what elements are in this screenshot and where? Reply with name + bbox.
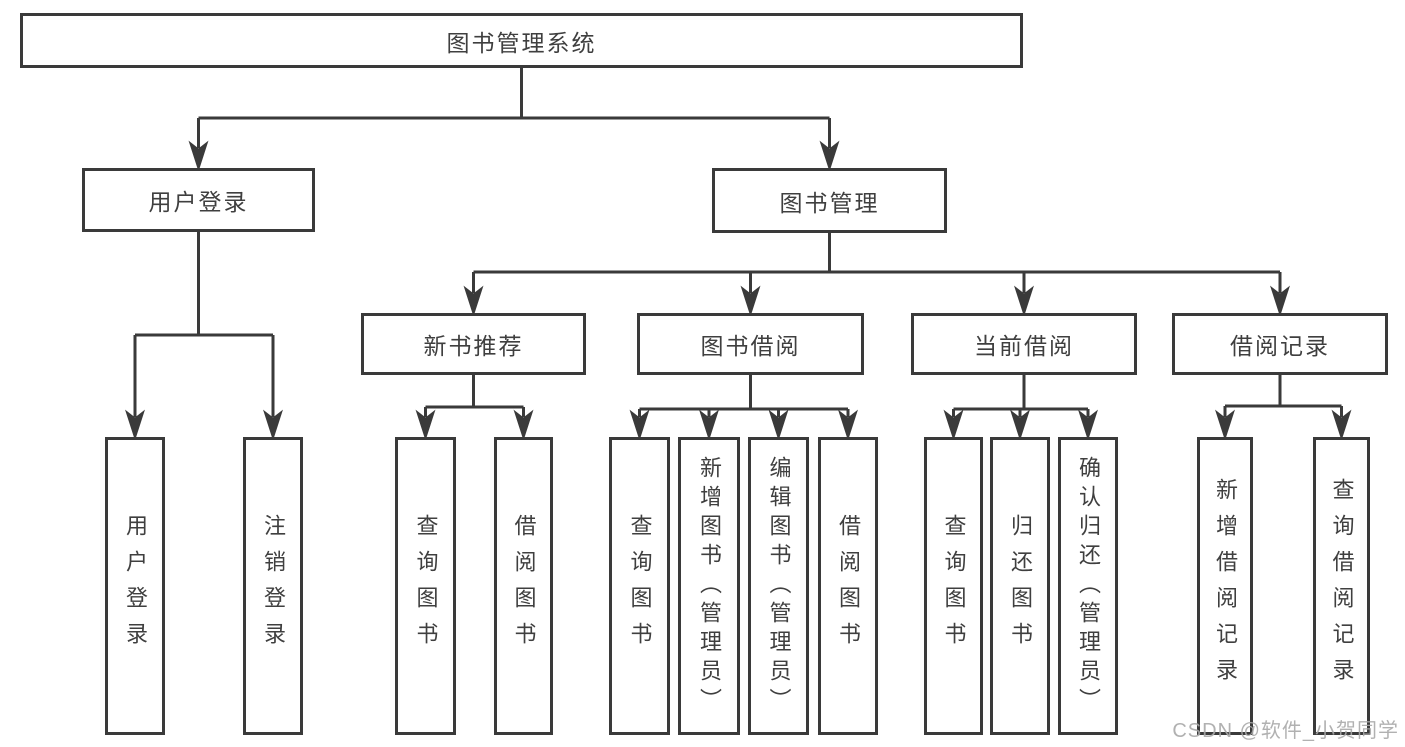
node-cb-confirm-return: 确认归还（管理员） <box>1058 437 1118 735</box>
node-root: 图书管理系统 <box>20 13 1023 68</box>
node-leaf-user-login: 用户登录 <box>105 437 165 735</box>
node-r-add-record: 新增借阅记录 <box>1197 437 1253 735</box>
node-nb-borrow-book: 借阅图书 <box>494 437 553 735</box>
node-nb-query-book: 查询图书 <box>395 437 456 735</box>
node-bb-borrow-book: 借阅图书 <box>818 437 878 735</box>
node-book-borrow: 图书借阅 <box>637 313 864 375</box>
node-leaf-logout: 注销登录 <box>243 437 303 735</box>
node-current-borrow: 当前借阅 <box>911 313 1137 375</box>
node-r-query-record: 查询借阅记录 <box>1313 437 1370 735</box>
node-bb-edit-book: 编辑图书（管理员） <box>748 437 809 735</box>
node-new-book-rec: 新书推荐 <box>361 313 586 375</box>
node-book-mgmt: 图书管理 <box>712 168 947 233</box>
node-borrow-records: 借阅记录 <box>1172 313 1388 375</box>
node-bb-add-book: 新增图书（管理员） <box>678 437 740 735</box>
node-bb-query-book: 查询图书 <box>609 437 670 735</box>
node-user-login: 用户登录 <box>82 168 315 232</box>
node-cb-return-book: 归还图书 <box>990 437 1050 735</box>
node-cb-query-book: 查询图书 <box>924 437 983 735</box>
